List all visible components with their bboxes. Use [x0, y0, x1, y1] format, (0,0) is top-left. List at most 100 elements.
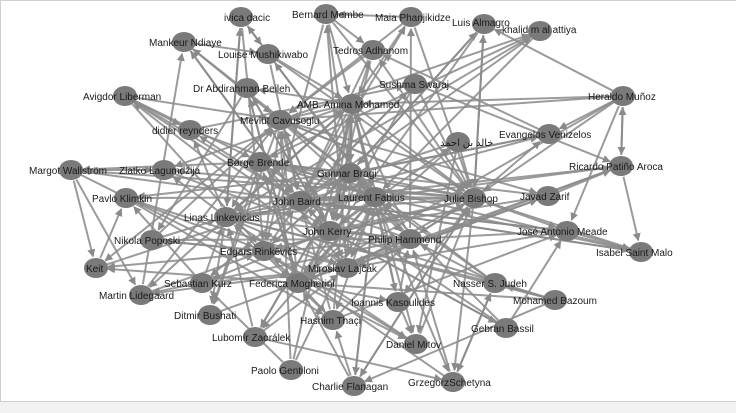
edge-borge_brende-to-federica_mogherini [262, 172, 297, 273]
node-label-sebastian_kurz: Sebastian Kurz [164, 279, 232, 290]
frame-bottom-border [0, 401, 736, 402]
node-evangelos_venizelos[interactable] [537, 124, 561, 144]
edge-hashim_thaci-to-jose_antonio_meade [342, 234, 557, 318]
node-abdirahman_beileh[interactable] [235, 78, 259, 98]
edge-gunnar_bragi-to-lubomir_zaoralek [260, 182, 346, 328]
node-isabel_saint_malo[interactable] [629, 242, 653, 262]
node-khalid_attiya[interactable] [528, 21, 552, 41]
edge-laurent_fabius-to-grzegorz_schetyna [378, 206, 450, 372]
node-label-evangelos_venizelos: Evangelos Venizelos [499, 130, 591, 141]
node-linas_linkevicius[interactable] [214, 207, 238, 227]
node-amina_mohamed[interactable] [340, 94, 364, 114]
edge-amina_mohamed-to-miroslav_lajcak [343, 114, 353, 258]
node-label-daniel_mitov: Daniel Mitov [386, 340, 441, 351]
node-lubomir_zaoralek[interactable] [243, 327, 267, 347]
edge-heraldo_munoz-to-evangelos_venizelos [558, 100, 614, 130]
edge-julie_bishop-to-grzegorz_schetyna [451, 208, 474, 372]
edge-amina_mohamed-to-mevlut_cavusoglu [290, 105, 342, 120]
node-julie_bishop[interactable] [462, 188, 486, 208]
edge-margot_wallstrom-to-martin_lidegaard [75, 179, 137, 286]
node-miroslav_lajcak[interactable] [335, 258, 359, 278]
node-label-laurent_fabius: Laurent Fabius [338, 193, 405, 204]
node-daniel_mitov[interactable] [404, 334, 428, 354]
edge-ioannis_kasoulides-to-daniel_mitov [401, 311, 413, 334]
edge-heraldo_munoz-to-jose_antonio_meade [570, 105, 620, 221]
node-label-louise_mushikiwabo: Louise Mushikiwabo [218, 50, 308, 61]
node-label-tedros_adhanom: Tedros Adhanom [333, 46, 408, 57]
node-label-mohamed_bazoum: Mohamed Bazoum [513, 296, 597, 307]
edge-evangelos_venizelos-to-tedros_adhanom [382, 54, 540, 131]
node-philip_hammond[interactable] [398, 229, 422, 249]
node-arabic_name[interactable] [446, 132, 470, 152]
node-laurent_fabius[interactable] [363, 187, 387, 207]
node-luis_almagro[interactable] [472, 14, 496, 34]
edge-heraldo_munoz-to-amina_mohamed [362, 95, 613, 108]
node-ioannis_kasoulides[interactable] [386, 292, 410, 312]
node-ditmir_bushati[interactable] [198, 305, 222, 325]
node-label-federica_mogherini: Federica Mogherini [249, 279, 335, 290]
node-label-gunnar_bragi: Gunnar Bragi [317, 169, 376, 180]
edge-luis_almagro-to-julie_bishop [471, 34, 485, 188]
node-louise_mushikiwabo[interactable] [256, 44, 280, 64]
edge-gunnar_bragi-to-pavlo_klimkin [136, 173, 340, 200]
node-sebastian_kurz[interactable] [190, 273, 214, 293]
edge-louise_mushikiwabo-to-julie_bishop [276, 59, 465, 192]
node-bernard_membe[interactable] [314, 4, 338, 24]
node-ricardo_patino[interactable] [609, 156, 633, 176]
edge-maia_phanjikidze-to-julie_bishop [413, 27, 472, 188]
node-ivica_dacic[interactable] [229, 7, 253, 27]
edge-borge_brende-to-ditmir_bushati [212, 172, 258, 305]
node-maia_phanjikidze[interactable] [399, 7, 423, 27]
status-strip [0, 402, 736, 413]
node-javad_zarif[interactable] [536, 186, 560, 206]
node-borge_brende[interactable] [248, 152, 272, 172]
edge-louise_mushikiwabo-to-amina_mohamed [276, 58, 343, 99]
edge-charlie_flanagan-to-federica_mogherini [302, 292, 350, 377]
node-jose_antonio_meade[interactable] [555, 221, 579, 241]
node-mankeur_ndiaye[interactable] [172, 32, 196, 52]
node-mohamed_bazoum[interactable] [543, 290, 567, 310]
edge-mevlut_cavusoglu-to-gunnar_bragi [288, 125, 342, 167]
edge-amina_mohamed-to-julie_bishop [360, 109, 466, 192]
node-heraldo_munoz[interactable] [611, 86, 635, 106]
node-sushma_swaraj[interactable] [403, 74, 427, 94]
node-nikola_poposki[interactable] [140, 230, 164, 250]
node-edgars_rinkevics[interactable] [252, 241, 276, 261]
node-john_kerry[interactable] [318, 221, 342, 241]
edge-khalid_attiya-to-laurent_fabius [382, 38, 533, 190]
node-label-grzegorz_schetyna: GrzegorzSchetyna [408, 378, 491, 389]
node-keit[interactable] [84, 258, 108, 278]
node-tedros_adhanom[interactable] [361, 40, 385, 60]
node-gunnar_bragi[interactable] [338, 163, 362, 183]
node-label-zlatko_lagumdzija: Zlatko Lagumdžija [119, 166, 201, 177]
edge-nikola_poposki-to-mevlut_cavusoglu [159, 127, 272, 234]
node-avigdor_liberman[interactable] [113, 86, 137, 106]
node-label-ricardo_patino: Ricardo Patiño Aroca [569, 162, 663, 173]
node-label-lubomir_zaoralek: Lubomír Zaorálek [212, 333, 291, 344]
node-john_baird[interactable] [288, 191, 312, 211]
node-zlatko_lagumdzija[interactable] [152, 160, 176, 180]
edge-gebran_bassil-to-jose_antonio_meade [511, 240, 562, 320]
node-gebran_bassil[interactable] [494, 318, 518, 338]
node-label-abdirahman_beileh: Dr Abdirahman Beileh [193, 84, 290, 95]
node-grzegorz_schetyna[interactable] [441, 372, 465, 392]
edge-laurent_fabius-to-isabel_saint_malo [385, 198, 631, 253]
node-label-julie_bishop: Julie Bishop [444, 194, 498, 205]
node-margot_wallstrom[interactable] [59, 160, 83, 180]
node-martin_lidegaard[interactable] [129, 285, 153, 305]
node-didier_reynders[interactable] [178, 120, 202, 140]
edge-sebastian_kurz-to-miroslav_lajcak [212, 265, 337, 283]
edge-keit-to-pavlo_klimkin [99, 208, 123, 259]
node-paolo_gentiloni[interactable] [279, 360, 303, 380]
edge-edgars_rinkevics-to-nikola_poposki [162, 237, 254, 251]
node-nasser_judeh[interactable] [483, 273, 507, 293]
node-label-isabel_saint_malo: Isabel Saint Malo [596, 248, 673, 259]
node-pavlo_klimkin[interactable] [114, 188, 138, 208]
node-mevlut_cavusoglu[interactable] [268, 110, 292, 130]
edge-margot_wallstrom-to-keit [72, 180, 96, 258]
node-hashim_thaci[interactable] [321, 310, 345, 330]
node-charlie_flanagan[interactable] [342, 376, 366, 396]
node-federica_mogherini[interactable] [286, 273, 310, 293]
edge-philip_hammond-to-gunnar_bragi [357, 181, 404, 232]
